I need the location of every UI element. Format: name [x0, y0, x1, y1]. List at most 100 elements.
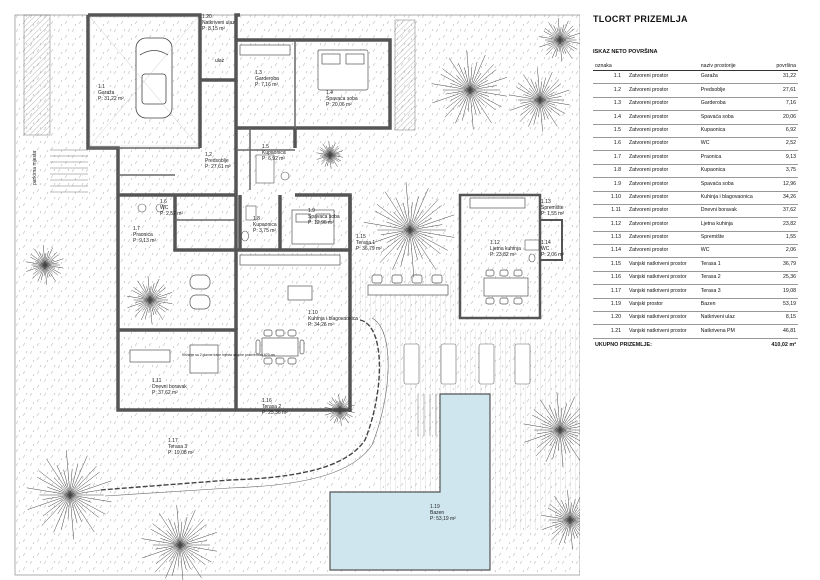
row-type: Zatvoreni prostor — [627, 124, 699, 138]
row-name: Bazen — [698, 298, 764, 313]
row-code: 1.8 — [593, 164, 627, 179]
svg-text:Praonica: Praonica — [133, 232, 153, 238]
svg-text:1.2: 1.2 — [205, 152, 212, 158]
row-code: 1.13 — [593, 231, 627, 246]
row-name: Dnevni boravak — [698, 204, 764, 219]
row-area: 36,79 — [764, 257, 798, 272]
svg-text:P: 20,06 m²: P: 20,06 m² — [326, 102, 352, 108]
svg-text:1.13: 1.13 — [541, 199, 551, 205]
svg-text:1.16: 1.16 — [262, 398, 272, 404]
row-area: 20,06 — [764, 110, 798, 125]
svg-text:1.14: 1.14 — [541, 240, 551, 246]
tree — [363, 182, 455, 278]
svg-text:P: 9,13 m²: P: 9,13 m² — [133, 238, 156, 244]
room-label-1-10: 1.10 Kuhinja i blagovaonica P: 34,26 m² — [308, 310, 358, 328]
row-type: Zatvoreni prostor — [627, 137, 699, 152]
row-type: Vanjski natkriveni prostor — [627, 284, 699, 299]
row-area: 2,06 — [764, 244, 798, 259]
room-label-1-20: 1.20 Natkriveni ulaz P: 8,15 m² — [202, 14, 235, 32]
svg-text:1.9: 1.9 — [308, 208, 315, 214]
svg-text:P: 2,06 m²: P: 2,06 m² — [541, 252, 564, 258]
row-area: 46,81 — [764, 324, 798, 339]
row-code: 1.14 — [593, 244, 627, 259]
row-code: 1.19 — [593, 298, 627, 313]
room-label-1-5: 1.5 Kupaonica P: 6,92 m² — [262, 144, 286, 162]
room-label-1-13: 1.13 Spremište P: 1,55 m² — [541, 199, 564, 217]
tree — [431, 50, 507, 130]
svg-text:WC: WC — [160, 205, 169, 211]
row-name: WC — [698, 244, 764, 259]
svg-text:Spremište: Spremište — [541, 205, 564, 211]
row-name: Praonica — [698, 150, 764, 165]
floor-plan-drawing: parkirna mjesta — [14, 13, 580, 580]
svg-text:1.5: 1.5 — [262, 144, 269, 150]
row-type: Zatvoreni prostor — [627, 97, 699, 112]
row-area: 7,16 — [764, 97, 798, 112]
area-total: UKUPNO PRIZEMLJE: 410,02 m² — [593, 342, 798, 348]
row-code: 1.21 — [593, 324, 627, 339]
room-label-1-7: 1.7 Praonica P: 9,13 m² — [133, 226, 156, 244]
svg-text:P: 53,19 m²: P: 53,19 m² — [430, 516, 456, 522]
svg-text:Dnevni boravak: Dnevni boravak — [152, 384, 187, 390]
garden-path — [99, 319, 381, 491]
tree — [324, 394, 355, 426]
row-code: 1.16 — [593, 271, 627, 286]
row-code: 1.10 — [593, 191, 627, 205]
car — [135, 37, 173, 119]
entrance-label: ulaz — [215, 58, 225, 64]
svg-text:P: 25,36 m²: P: 25,36 m² — [262, 410, 288, 416]
row-code: 1.4 — [593, 110, 627, 125]
row-area: 3,75 — [764, 164, 798, 179]
guest-bed — [291, 209, 335, 245]
svg-text:Terasa 3: Terasa 3 — [168, 444, 187, 450]
house-walls — [86, 13, 392, 412]
row-code: 1.20 — [593, 311, 627, 326]
svg-text:1.20: 1.20 — [202, 14, 212, 20]
header-type — [627, 63, 699, 71]
tree — [523, 392, 580, 468]
terrace-lounge — [367, 274, 449, 296]
svg-text:Kuhinja i blagovaonica: Kuhinja i blagovaonica — [308, 316, 358, 322]
svg-text:Terasa 2: Terasa 2 — [262, 404, 281, 410]
total-label: UKUPNO PRIZEMLJE: — [595, 341, 652, 348]
room-label-1-3: 1.3 Garderoba P: 7,16 m² — [255, 70, 279, 88]
row-code: 1.17 — [593, 284, 627, 299]
row-type: Zatvoreni prostor — [627, 110, 699, 125]
trees — [25, 18, 580, 580]
tree — [509, 68, 570, 132]
row-type: Zatvoreni prostor — [627, 177, 699, 192]
row-type: Zatvoreni prostor — [627, 217, 699, 232]
room-label-1-11: 1.11 Dnevni boravak P: 37,62 m² — [152, 378, 187, 396]
svg-text:1.17: 1.17 — [168, 438, 178, 444]
svg-text:1.10: 1.10 — [308, 310, 318, 316]
svg-text:P: 23,82 m²: P: 23,82 m² — [490, 252, 516, 258]
svg-text:P: 37,62 m²: P: 37,62 m² — [152, 390, 178, 396]
dining-table-main — [255, 329, 305, 365]
summer-dining-table — [483, 269, 529, 305]
parking-label: parkirna mjesta — [32, 151, 38, 185]
lounge-chairs — [189, 274, 211, 310]
interior-walls — [88, 40, 296, 221]
tv-note: Križanje sa 2 glavne trake mjesta ukupne… — [182, 353, 275, 357]
room-label-1-15: 1.15 Terasa 1 P: 36,79 m² — [356, 234, 382, 252]
row-code: 1.3 — [593, 97, 627, 112]
svg-text:1.7: 1.7 — [133, 226, 140, 232]
row-name: Kupaonica — [698, 164, 764, 179]
sun-loungers — [403, 343, 531, 385]
svg-text:1.1: 1.1 — [98, 84, 105, 90]
room-label-1-16: 1.16 Terasa 2 P: 25,36 m² — [262, 398, 288, 416]
row-name: Terasa 3 — [698, 284, 764, 299]
svg-text:WC: WC — [541, 246, 550, 252]
terrace-deck — [350, 270, 460, 330]
